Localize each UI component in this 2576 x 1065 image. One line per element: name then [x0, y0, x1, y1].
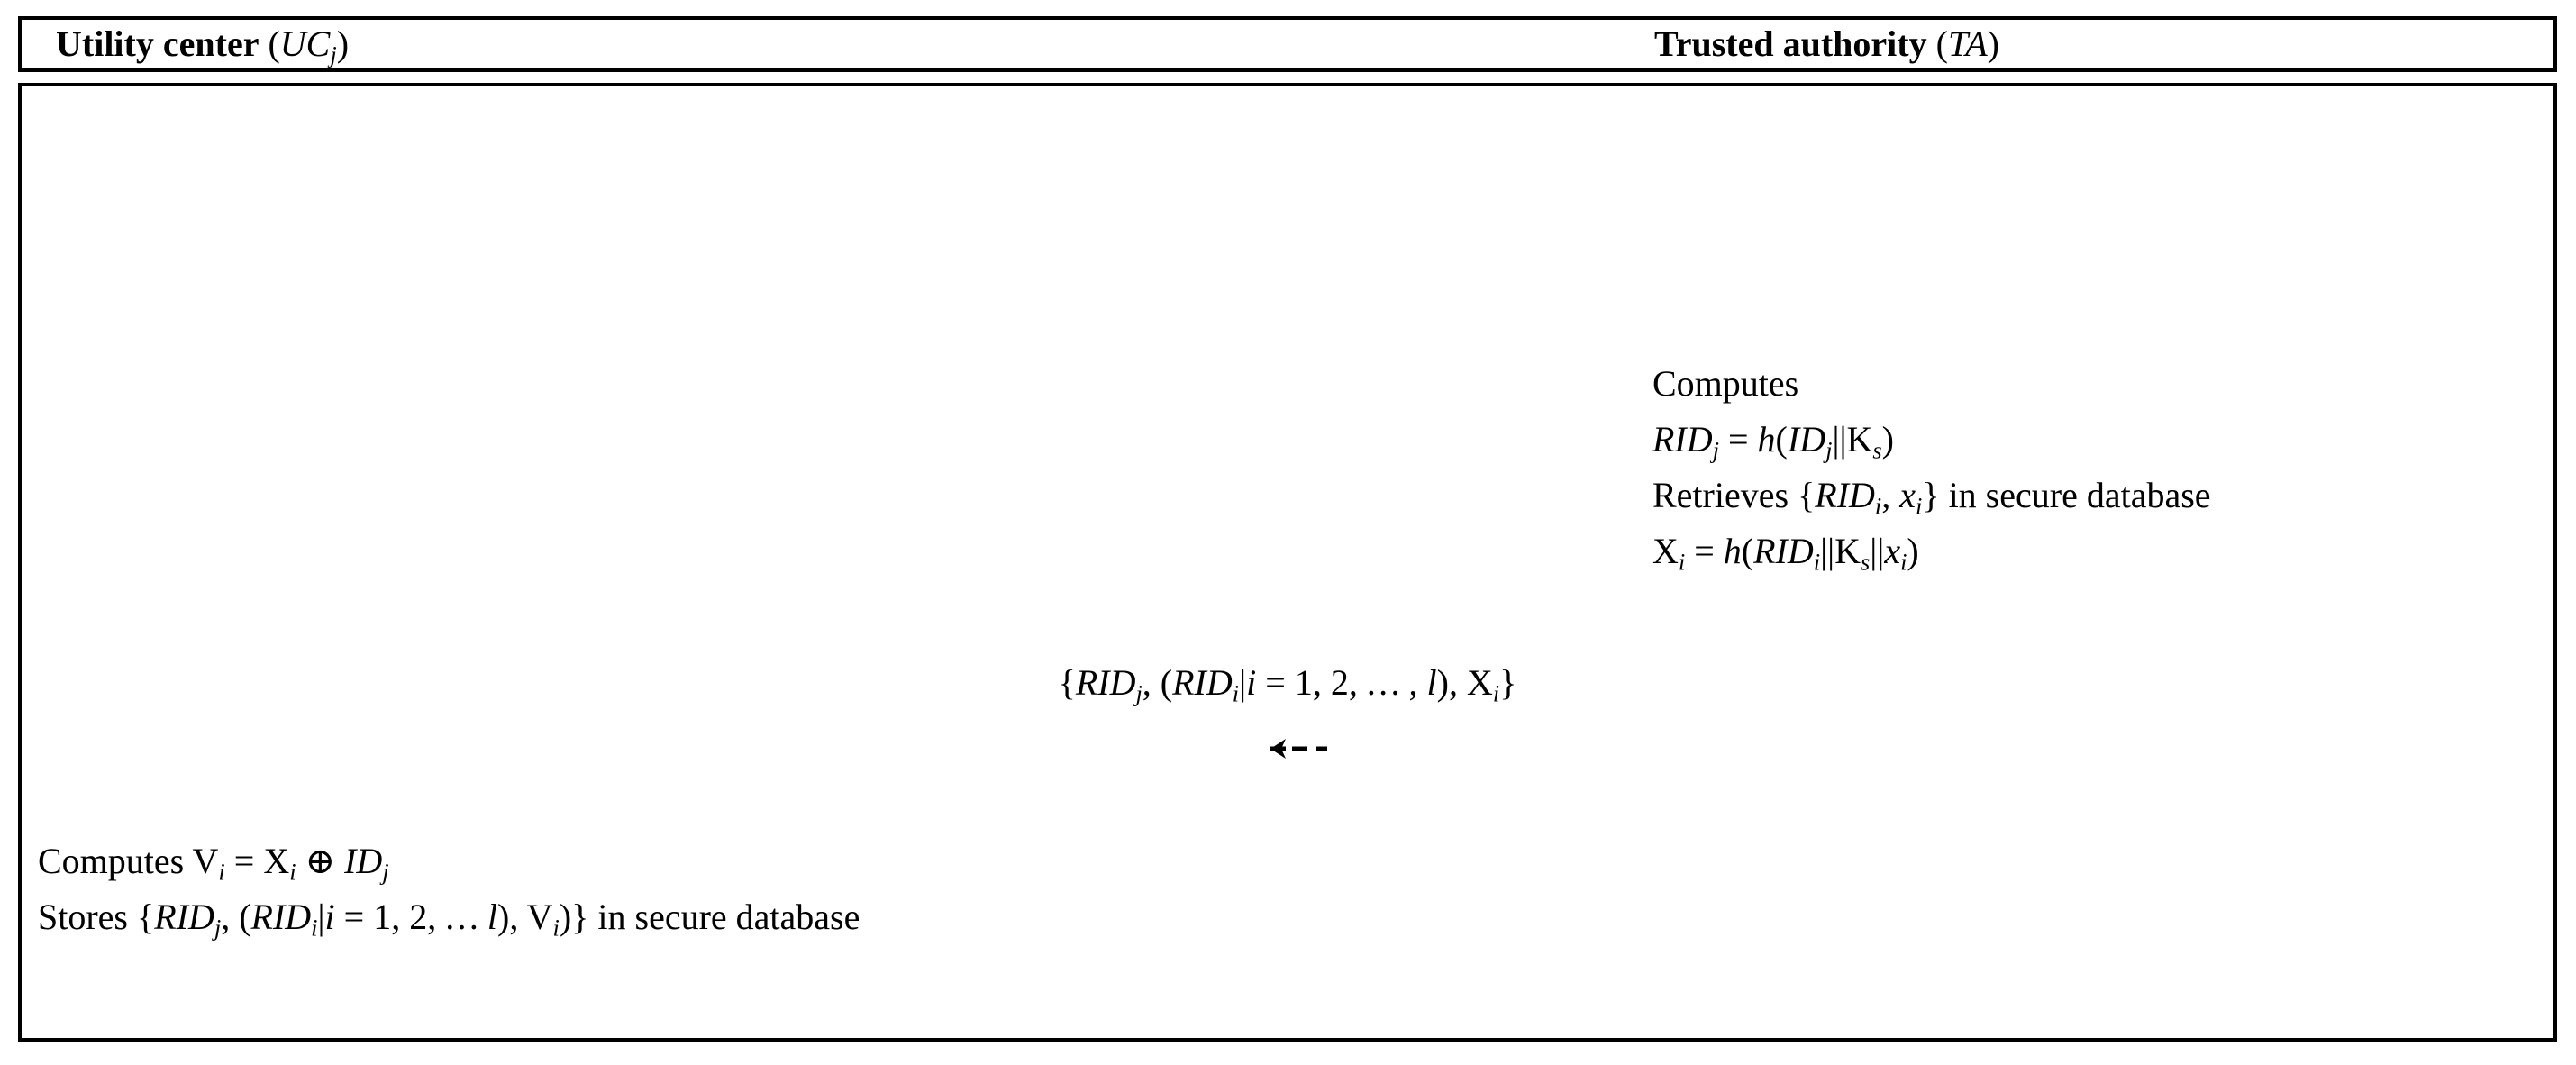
header-label-trusted-authority: Trusted authority — [1654, 23, 1927, 64]
entity-symbol-uc: UC — [279, 23, 331, 64]
ta-line-computes: Computes — [1652, 366, 2211, 402]
message-label: {RIDj, (RIDi|i = 1, 2, . . . , l), Xi} — [1058, 662, 1517, 707]
header-label-utility-center: Utility center — [56, 23, 259, 64]
ta-line-rid: RIDj = h(IDj||Ks) — [1652, 419, 1894, 464]
header-entity-utility-center: (UCj) — [268, 23, 350, 68]
header-title-utility-center: Utility center (UCj) — [56, 23, 350, 68]
entity-subscript-uc: j — [330, 41, 337, 68]
ta-line-x: Xi = h(RIDi||Ks||xi) — [1652, 531, 1919, 576]
header-cell-utility-center: Utility center (UCj) — [56, 20, 349, 68]
entity-symbol-ta: TA — [1947, 23, 1988, 64]
message-arrow-left-dashed-icon — [1270, 739, 1327, 759]
message-arrow-container — [22, 733, 2553, 769]
uc-line-stores: Stores {RIDj, (RIDi|i = 1, 2, . . . l), … — [38, 897, 860, 942]
ta-computes-label: Computes — [1652, 363, 1799, 404]
header-entity-trusted-authority: (TA) — [1935, 23, 1999, 64]
figure-body: Computes RIDj = h(IDj||Ks) Retrieves {RI… — [18, 83, 2557, 1042]
header-title-trusted-authority: Trusted authority (TA) — [1654, 26, 1999, 62]
uc-line-computes: Computes Vi = Xi ⊕ IDj — [38, 841, 389, 886]
ta-line-retrieves: Retrieves {RIDi, xi} in secure database — [1652, 475, 2211, 520]
figure-header-row: Utility center (UCj) Trusted authority (… — [18, 16, 2557, 72]
trusted-authority-steps: Computes RIDj = h(IDj||Ks) Retrieves {RI… — [1652, 366, 2211, 576]
header-cell-trusted-authority: Trusted authority (TA) — [1654, 20, 1999, 68]
utility-center-steps: Computes Vi = Xi ⊕ IDj Stores {RIDj, (RI… — [38, 841, 860, 942]
